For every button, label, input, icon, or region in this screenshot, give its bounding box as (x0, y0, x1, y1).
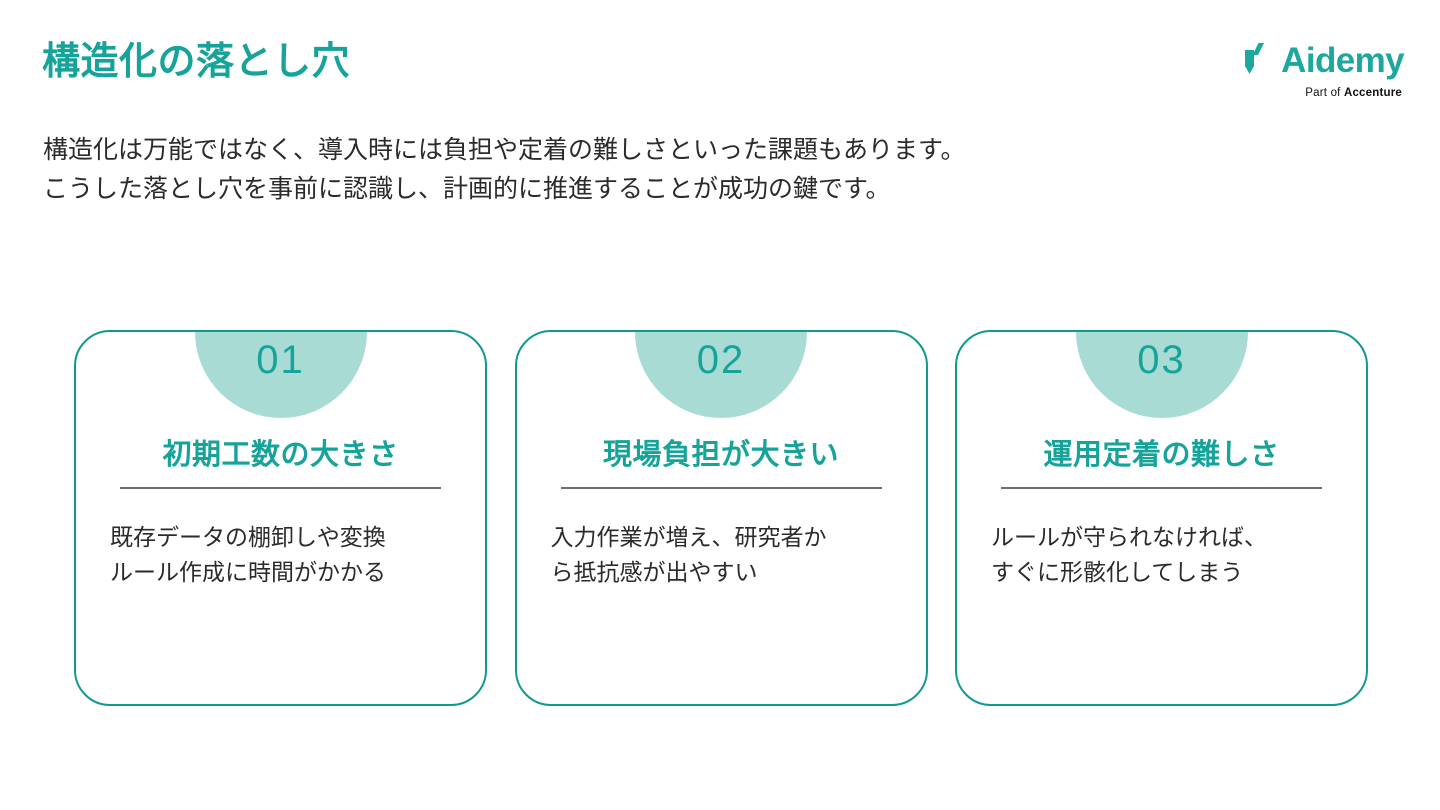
card-number-label: 02 (696, 338, 746, 382)
card-divider (560, 487, 882, 489)
card-title: 初期工数の大きさ (162, 439, 399, 471)
page-title: 構造化の落とし穴 (42, 41, 351, 83)
subtitle-line-1: 構造化は万能ではなく、導入時には負担や定着の難しさといった課題もあります。 (43, 136, 966, 164)
logo-wordmark: Aidemy (1281, 40, 1404, 80)
brand-logo: Aidemy Part of Accenture (1218, 40, 1405, 102)
card-number-badge: 02 (635, 332, 807, 418)
card-number-label: 01 (256, 338, 305, 382)
pitfall-card-list: 01 初期工数の大きさ 既存データの棚卸しや変換 ルール作成に時間がかかる 02… (74, 330, 1368, 706)
card-body-line-2: ルール作成に時間がかかる (110, 558, 386, 585)
card-title: 運用定着の難しさ (1043, 439, 1280, 471)
card-number-badge: 01 (194, 332, 367, 418)
card-body-text: ルールが守られなければ、 すぐに形骸化してしまう (991, 520, 1344, 590)
logo-tagline-prefix: Part of (1305, 87, 1344, 99)
card-body-line-2: すぐに形骸化してしまう (991, 558, 1244, 585)
logo-tagline-brand: Accenture (1343, 87, 1402, 99)
logo-tagline: Part of Accenture (1218, 87, 1404, 99)
card-divider (1001, 487, 1322, 489)
card-body-text: 既存データの棚卸しや変換 ルール作成に時間がかかる (110, 520, 463, 590)
pitfall-card-01[interactable]: 01 初期工数の大きさ 既存データの棚卸しや変換 ルール作成に時間がかかる (74, 330, 487, 706)
logo-lockup: Aidemy (1218, 40, 1405, 80)
card-number-label: 03 (1137, 338, 1186, 382)
card-body-line-1: 入力作業が増え、研究者か (550, 524, 827, 550)
aidemy-logo-mark-icon (1241, 42, 1275, 78)
card-body-line-2: ら抵抗感が出やすい (550, 558, 758, 585)
card-body-line-1: ルールが守られなければ、 (991, 524, 1267, 550)
card-number-badge: 03 (1075, 332, 1248, 418)
card-title: 現場負担が大きい (602, 439, 839, 471)
subtitle-line-2: こうした落とし穴を事前に認識し、計画的に推進することが成功の鍵です。 (43, 174, 891, 203)
card-body-text: 入力作業が増え、研究者か ら抵抗感が出やすい (551, 520, 904, 590)
card-divider (120, 487, 441, 489)
slide-subtitle: 構造化は万能ではなく、導入時には負担や定着の難しさといった課題もあります。 こう… (43, 131, 966, 209)
card-body-line-1: 既存データの棚卸しや変換 (110, 524, 386, 550)
pitfall-card-03[interactable]: 03 運用定着の難しさ ルールが守られなければ、 すぐに形骸化してしまう (955, 330, 1368, 706)
pitfall-card-02[interactable]: 02 現場負担が大きい 入力作業が増え、研究者か ら抵抗感が出やすい (514, 330, 928, 706)
